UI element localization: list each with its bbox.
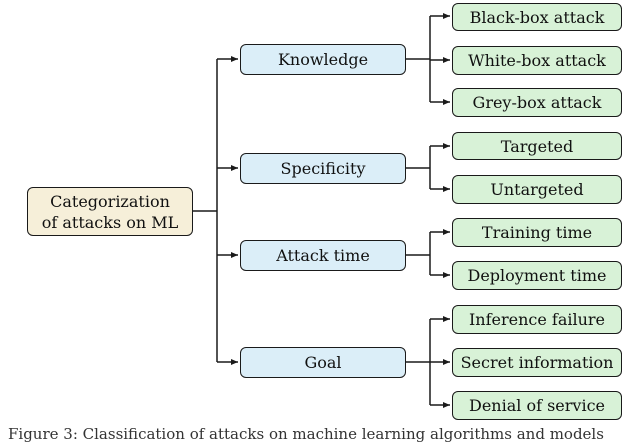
category-node-specificity: Specificity [240, 153, 406, 184]
category-node-knowledge: Knowledge [240, 44, 406, 75]
figure-caption: Figure 3: Classification of attacks on m… [8, 425, 604, 443]
leaf-node-grey-box-attack: Grey-box attack [452, 88, 622, 117]
leaf-label: Black-box attack [469, 7, 605, 27]
knowledge-connector [406, 13, 450, 105]
category-label: Specificity [280, 159, 366, 178]
diagram-connectors [193, 13, 450, 408]
root-label-line1: Categorization [50, 191, 170, 211]
root-node: Categorization of attacks on ML [27, 187, 193, 236]
attack-time-connector [406, 229, 450, 278]
leaf-node-secret-information: Secret information [452, 348, 622, 377]
leaf-node-training-time: Training time [452, 218, 622, 247]
category-node-goal: Goal [240, 347, 406, 378]
category-label: Attack time [276, 246, 370, 265]
category-label: Knowledge [277, 50, 369, 69]
goal-connector [406, 316, 450, 408]
category-label: Goal [304, 353, 342, 372]
leaf-label: Secret information [460, 353, 614, 372]
category-node-attack-time: Attack time [240, 240, 406, 271]
root-label-line2: of attacks on ML [41, 212, 179, 232]
leaf-node-black-box-attack: Black-box attack [452, 3, 622, 31]
leaf-label: Targeted [500, 136, 574, 156]
leaf-label: Training time [481, 223, 593, 242]
root-connector [193, 56, 238, 365]
leaf-node-denial-of-service: Denial of service [452, 391, 622, 420]
leaf-node-white-box-attack: White-box attack [452, 46, 622, 75]
leaf-label: Grey-box attack [472, 93, 602, 112]
leaf-node-untargeted: Untargeted [452, 175, 622, 204]
leaf-label: Inference failure [468, 310, 606, 329]
specificity-connector [406, 143, 450, 192]
leaf-label: White-box attack [468, 51, 606, 70]
leaf-node-inference-failure: Inference failure [452, 305, 622, 334]
leaf-node-targeted: Targeted [452, 132, 622, 160]
leaf-label: Denial of service [468, 396, 605, 415]
leaf-label: Untargeted [490, 180, 584, 199]
leaf-label: Deployment time [467, 266, 607, 285]
leaf-node-deployment-time: Deployment time [452, 261, 622, 290]
